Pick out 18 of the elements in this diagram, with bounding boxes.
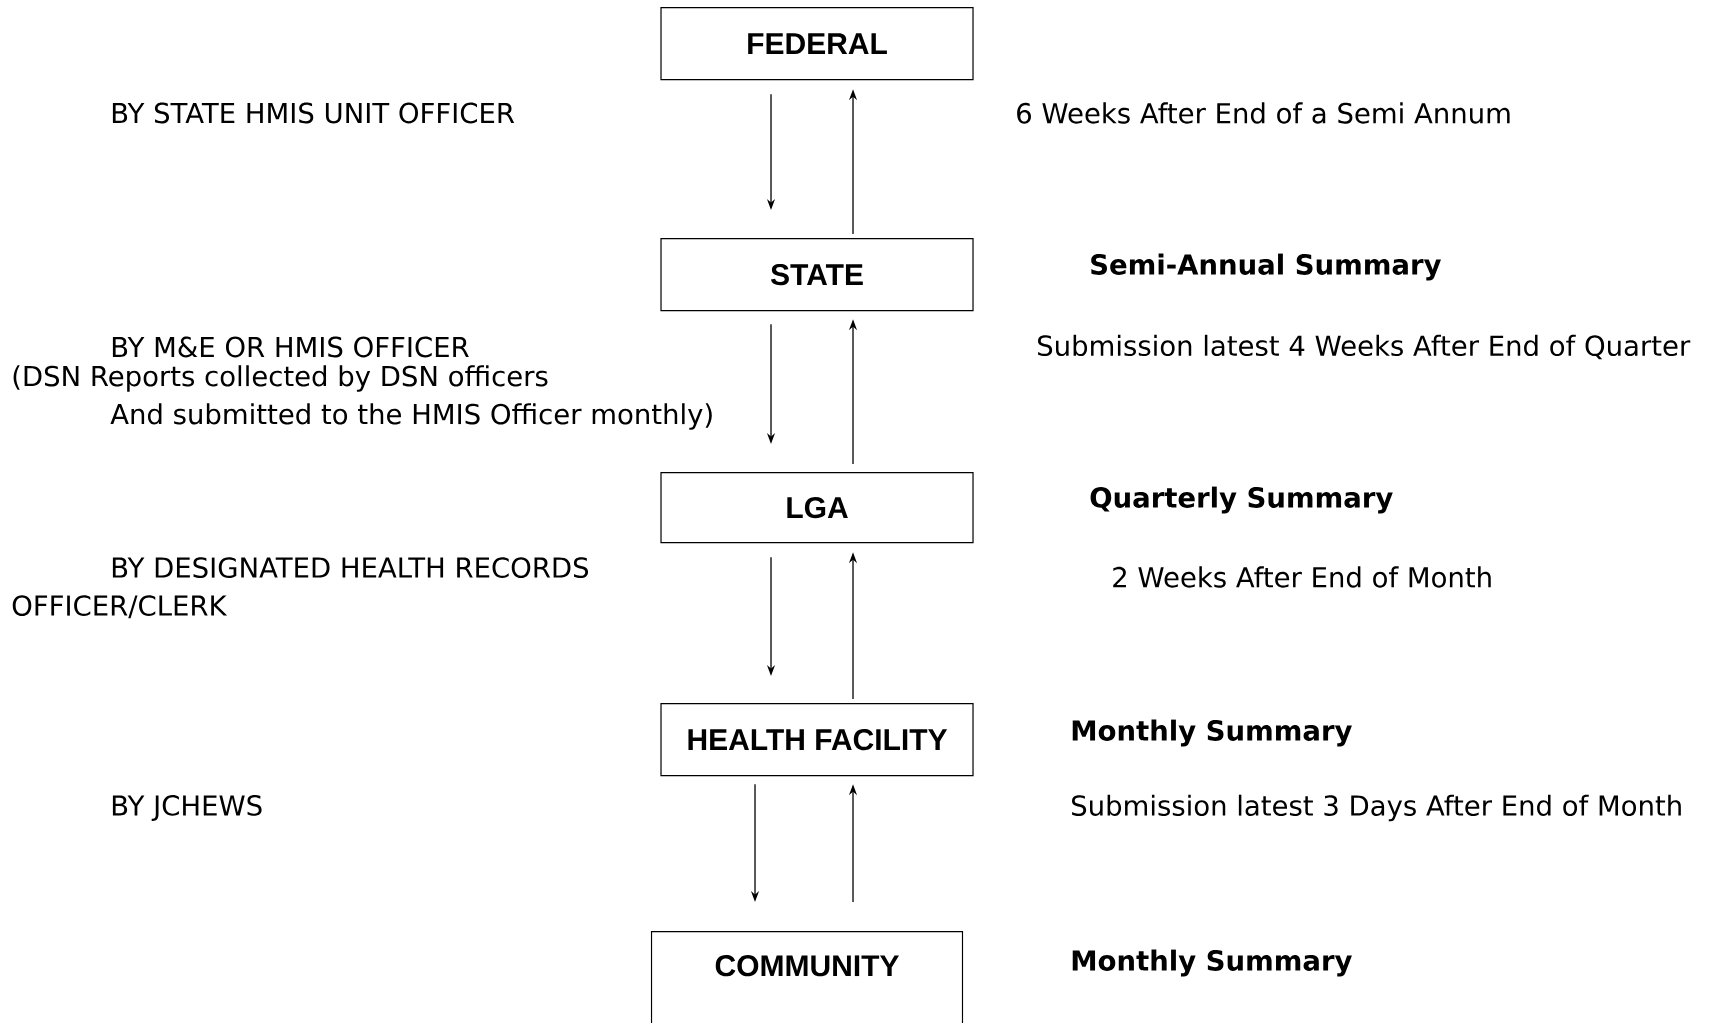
- note-text: BY JCHEWS: [112, 795, 262, 821]
- note-text: Submission latest 4 Weeks After End of Quarter: [1038, 334, 1691, 360]
- level-box: STATE: [660, 238, 974, 312]
- note-text: 2 Weeks After End of Month: [1113, 566, 1491, 588]
- summary-label: Monthly Summary: [1072, 719, 1352, 747]
- level-box: HEALTH FACILITY: [660, 703, 974, 777]
- note-text: 6 Weeks After End of a Semi Annum: [1017, 102, 1510, 124]
- summary-label: Quarterly Summary: [1090, 486, 1393, 514]
- level-box: COMMUNITY: [650, 931, 964, 1023]
- note-text: BY DESIGNATED HEALTH RECORDS OFFICER/CLERK: [12, 557, 589, 619]
- level-box: LGA: [660, 472, 974, 544]
- note-text: BY M&E OR HMIS OFFICER: [112, 336, 469, 358]
- note-text: BY STATE HMIS UNIT OFFICER: [112, 102, 515, 124]
- note-text: Submission latest 3 Days After End of Month: [1072, 794, 1681, 822]
- note-text: (DSN Reports collected by DSN officers And submitted to the HMIS Officer monthly): [13, 365, 712, 430]
- level-box: FEDERAL: [660, 7, 974, 81]
- summary-label: Monthly Summary: [1072, 949, 1352, 977]
- summary-label: Semi-Annual Summary: [1091, 253, 1441, 281]
